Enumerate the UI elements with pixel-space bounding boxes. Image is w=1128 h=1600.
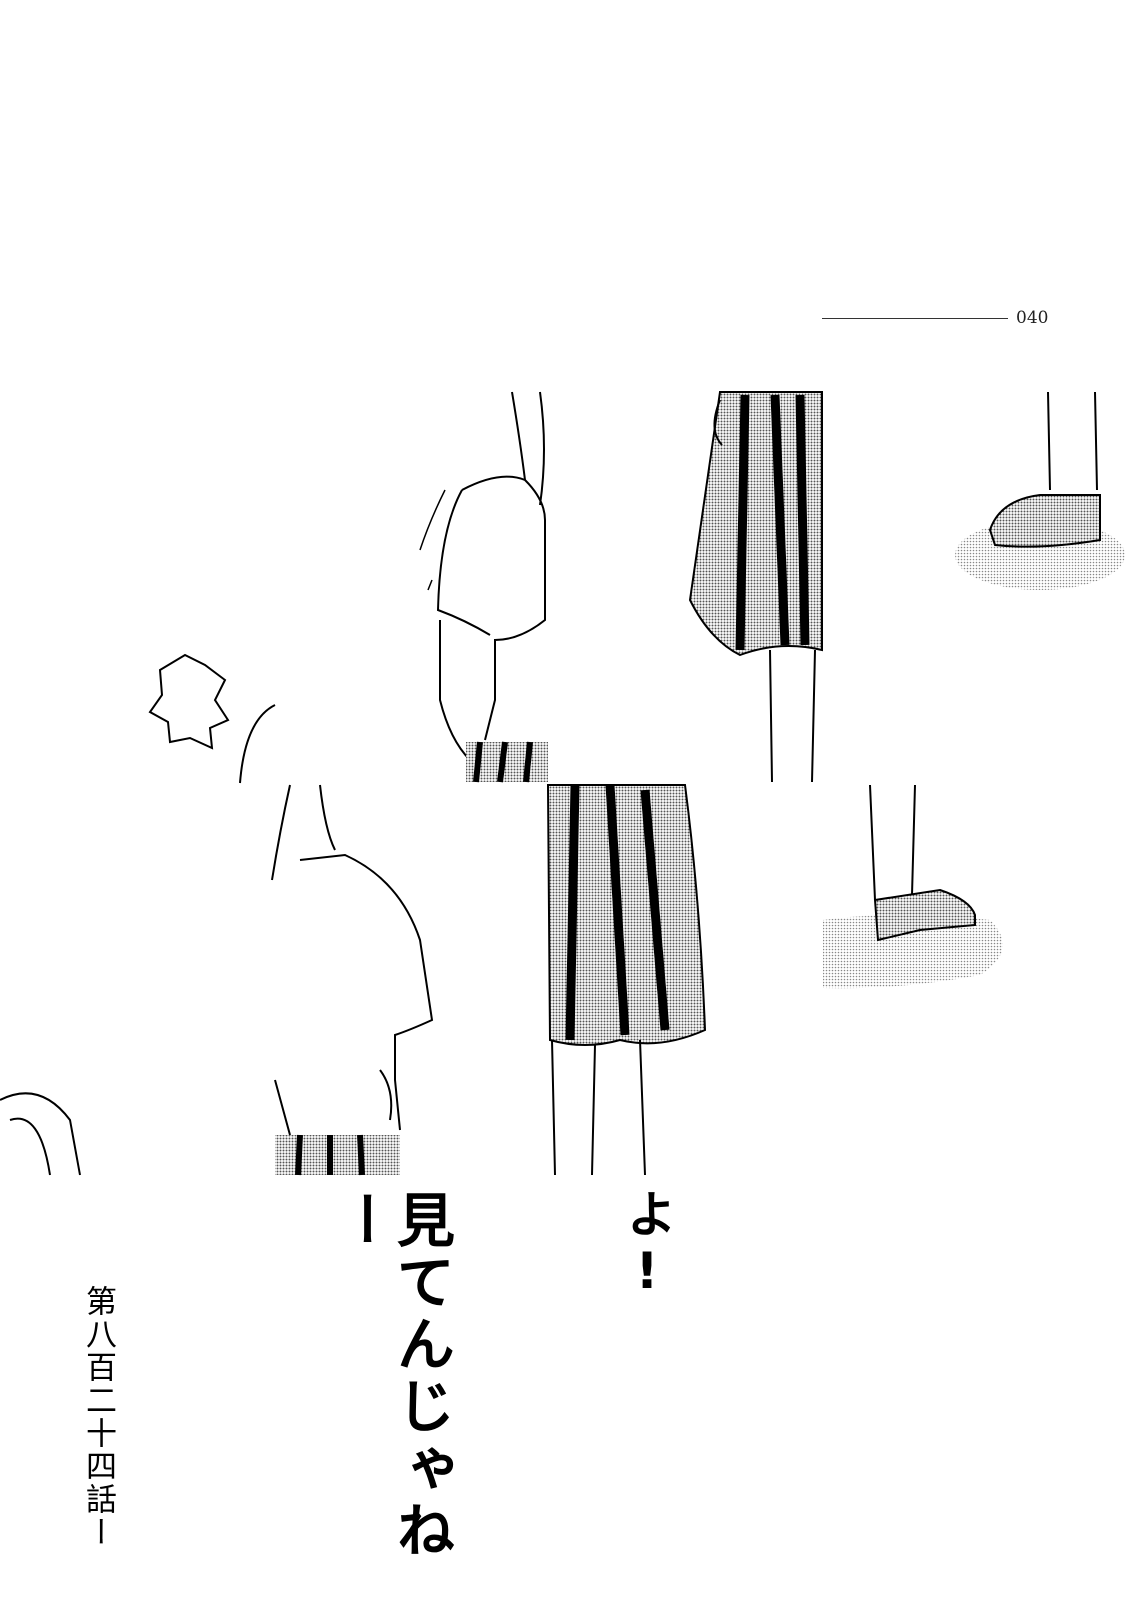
- shoes-bottom: [823, 784, 1003, 989]
- page-number-rule: [822, 318, 1008, 319]
- hair-top: [239, 704, 276, 784]
- shoes-top: [955, 391, 1125, 590]
- surprise-burst: [148, 653, 230, 750]
- chapter-title: 第八百二十四話ー: [80, 1285, 116, 1549]
- dialogue-line-1: 見てんじゃねー: [329, 1190, 455, 1562]
- hair-bottom: [0, 1092, 81, 1176]
- page-number: 040: [1016, 308, 1049, 328]
- skirt-bottom: [546, 784, 707, 1176]
- girl-back-top: [419, 391, 548, 783]
- skirt-top: [688, 391, 823, 783]
- girl-back-bottom: [271, 784, 434, 1176]
- dialogue-line-2: よ!: [618, 1188, 676, 1304]
